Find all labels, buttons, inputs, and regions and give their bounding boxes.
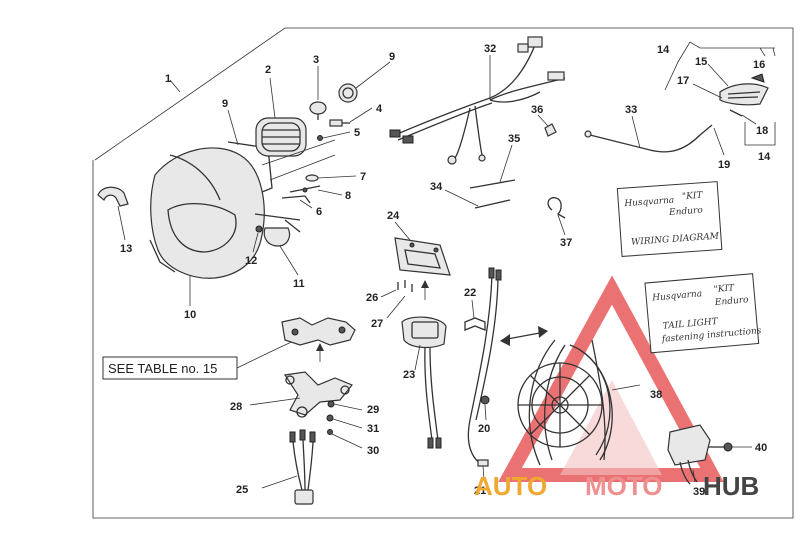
mount-bracket-11 <box>254 213 301 247</box>
callout-35: 35 <box>508 133 520 145</box>
cable-clip-13 <box>97 186 129 207</box>
wiring-card-brand: Husqvarna <box>623 196 675 210</box>
callout-31: 31 <box>367 423 379 435</box>
callout-9b: 9 <box>389 51 395 63</box>
callout-22: 22 <box>464 287 476 299</box>
washer-29 <box>327 400 335 408</box>
connector-36 <box>544 123 557 137</box>
callout-19: 19 <box>718 159 730 171</box>
callout-40: 40 <box>755 442 767 454</box>
callout-21: 21 <box>474 485 486 497</box>
callout-20: 20 <box>478 423 490 435</box>
wiring-card-kit: "KIT <box>682 191 704 202</box>
callout-38: 38 <box>650 389 662 401</box>
callout-25: 25 <box>236 484 248 496</box>
wiring-diagram-card: Husqvarna "KIT Enduro WIRING DIAGRAM <box>616 181 723 257</box>
callout-29: 29 <box>367 404 379 416</box>
callout-3: 3 <box>313 54 319 66</box>
callout-32: 32 <box>484 43 496 55</box>
callout-17: 17 <box>677 75 689 87</box>
callout-37: 37 <box>560 237 572 249</box>
watermark-auto: AUTO <box>474 471 547 501</box>
watermark-moto: MOTO <box>585 471 663 501</box>
bracket-6 <box>281 195 311 204</box>
front-wheel <box>517 339 613 466</box>
callout-8: 8 <box>345 190 351 202</box>
screw-30 <box>327 429 333 435</box>
headlight-unit <box>255 117 307 157</box>
screws-26 <box>397 280 413 292</box>
screw-18 <box>729 109 743 117</box>
tail-card-title: TAIL LIGHT <box>662 317 719 332</box>
callout-6: 6 <box>316 206 322 218</box>
callout-12: 12 <box>245 255 257 267</box>
headlight-fairing <box>149 147 265 279</box>
see-table-box: SEE TABLE no. 15 <box>102 337 301 380</box>
diagram-frame <box>92 27 794 519</box>
strip-35 <box>469 179 516 189</box>
callout-2: 2 <box>265 64 271 76</box>
headlight-bulb <box>309 101 327 120</box>
fork-leg <box>591 339 606 461</box>
mounting-plate-28 <box>283 371 353 418</box>
callout-14b: 14 <box>758 151 771 163</box>
tail-light-15 <box>719 83 769 106</box>
nut-20 <box>480 395 490 405</box>
clip-37 <box>547 197 566 219</box>
callout-18: 18 <box>756 125 768 137</box>
clamp-22 <box>464 317 486 331</box>
parking-bulb <box>329 119 350 127</box>
callout-27: 27 <box>371 318 383 330</box>
bolt-40 <box>708 442 733 452</box>
instrument-bracket-24 <box>394 237 451 276</box>
strip-34 <box>474 199 511 209</box>
wiring-harness-32 <box>389 36 566 165</box>
see-table-label: SEE TABLE no. 15 <box>108 361 217 376</box>
nut-31 <box>326 414 334 422</box>
flasher-relay-39 <box>667 424 711 485</box>
callout-30: 30 <box>367 445 379 457</box>
instrument-23 <box>401 316 447 449</box>
tail-card-brand: Husqvarna <box>651 289 703 303</box>
tail-card-kit: "KIT <box>713 283 735 295</box>
callout-9a: 9 <box>222 98 228 110</box>
callout-26: 26 <box>366 292 378 304</box>
lens-16 <box>750 73 765 83</box>
tail-light-instructions-card: Husqvarna "KIT Enduro TAIL LIGHT fasteni… <box>644 273 762 354</box>
callout-23: 23 <box>403 369 415 381</box>
screw-12 <box>255 225 263 233</box>
callout-28: 28 <box>230 401 242 413</box>
callout-24: 24 <box>387 210 400 222</box>
watermark-text: AUTO MOTO HUB <box>474 471 759 501</box>
direction-arrow <box>500 326 548 346</box>
handlebar-clamp <box>281 317 356 346</box>
callout-11: 11 <box>293 278 305 290</box>
callout-33: 33 <box>625 104 637 116</box>
callout-39: 39 <box>693 486 705 498</box>
sensor-cable-21 <box>467 267 502 467</box>
small-bulb-7 <box>305 174 319 182</box>
callout-14a: 14 <box>657 44 670 56</box>
callout-5: 5 <box>354 127 360 139</box>
switch-harness-25 <box>289 429 316 505</box>
watermark-hub: HUB <box>703 471 759 501</box>
gasket-frame <box>227 141 273 193</box>
callout-15: 15 <box>695 56 707 68</box>
lamp-holder-8 <box>289 185 321 193</box>
callout-4: 4 <box>376 103 383 115</box>
wiring-card-enduro: Enduro <box>668 206 704 218</box>
screw-5 <box>317 135 323 141</box>
tail-light-cable-33 <box>584 124 713 153</box>
bulb-socket <box>338 83 358 103</box>
callout-10: 10 <box>184 309 196 321</box>
callout-16: 16 <box>753 59 765 71</box>
callout-7: 7 <box>360 171 366 183</box>
callout-36: 36 <box>531 104 543 116</box>
callout-1: 1 <box>165 73 171 85</box>
callout-34: 34 <box>430 181 443 193</box>
callout-13: 13 <box>120 243 132 255</box>
tail-card-enduro: Enduro <box>714 295 750 308</box>
